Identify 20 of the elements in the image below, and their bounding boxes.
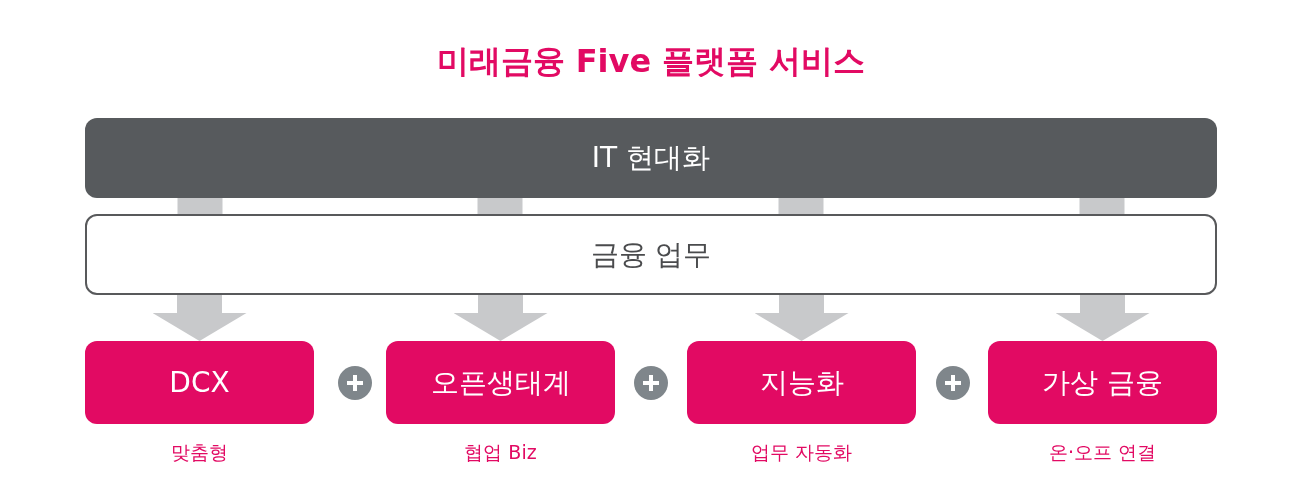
arrow (453, 295, 548, 341)
node-label: 금융 업무 (590, 236, 712, 273)
category-box (988, 341, 1217, 424)
diagram-title: 미래금융 Five 플랫폼 서비스 (435, 41, 867, 82)
node-label: 지능화 (759, 364, 844, 401)
layer-bar (85, 214, 1217, 295)
arrow (1055, 295, 1150, 341)
node-label: 오픈생태계 (430, 364, 571, 401)
node-label: DCX (169, 366, 230, 399)
category-box (386, 341, 615, 424)
category-box (85, 341, 314, 424)
node-label: IT 현대화 (591, 140, 711, 176)
node-label: 업무 자동화 (749, 440, 853, 465)
node-label: 맞춤형 (170, 440, 229, 465)
node-label: 가상 금융 (1042, 364, 1163, 401)
node-label: 온·오프 연결 (1047, 440, 1158, 465)
arrow (152, 295, 247, 341)
node-label: 협업 Biz (463, 440, 538, 465)
category-box (687, 341, 916, 424)
layer-bar (85, 118, 1217, 198)
